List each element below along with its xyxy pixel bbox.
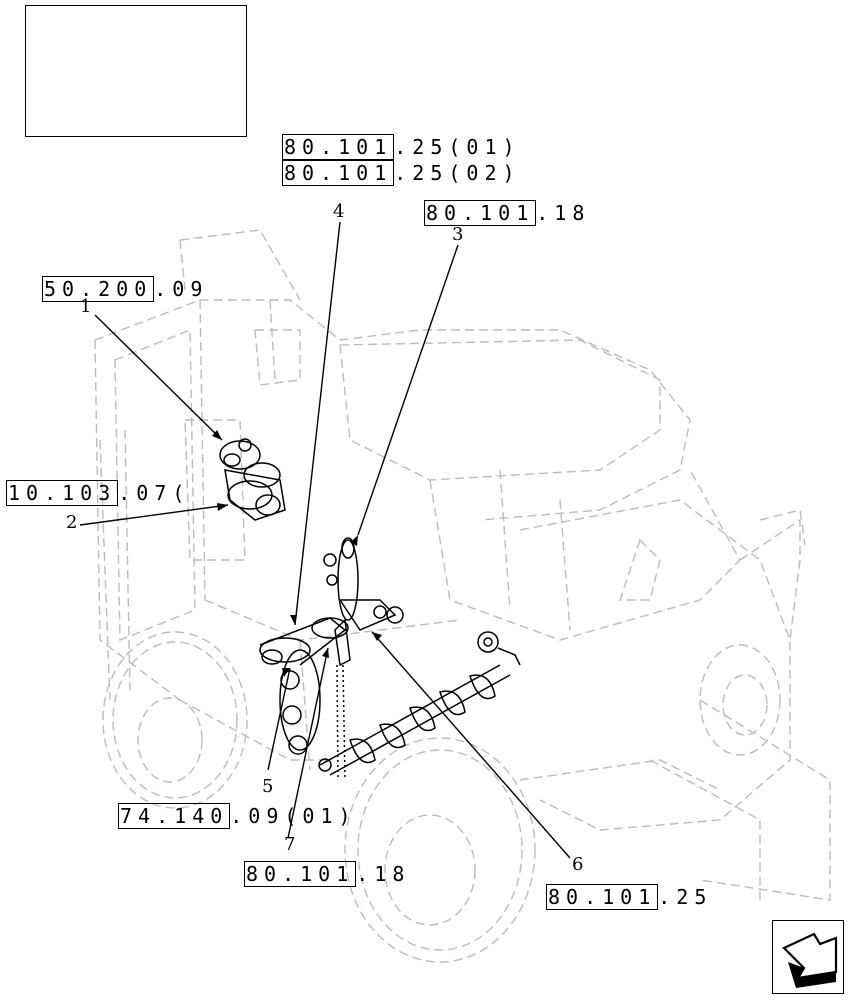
leader-lines [79, 221, 571, 859]
ref-80-101-25-01[interactable]: 80.101.25(01) [282, 134, 521, 160]
ref-suffix: .25(02) [394, 161, 521, 185]
ref-10-103-07[interactable]: 10.103.07( [6, 480, 191, 506]
ref-suffix: .07( [118, 481, 191, 505]
ref-boxed-part: 10.103 [6, 480, 119, 506]
arrowheads [212, 430, 382, 677]
callout-2: 2 [66, 512, 78, 533]
ref-boxed-part: 80.101 [546, 884, 659, 910]
callout-7: 7 [284, 834, 296, 855]
ref-80-101-25[interactable]: 80.101.25 [546, 884, 713, 910]
ref-boxed-part: 80.101 [282, 134, 395, 160]
next-page-arrow-icon[interactable] [782, 932, 838, 988]
ref-suffix: .09(01) [230, 804, 357, 828]
callout-5: 5 [262, 776, 274, 797]
ref-suffix: .18 [356, 862, 411, 886]
callout-6: 6 [572, 854, 584, 875]
ref-80-101-18-top[interactable]: 80.101.18 [424, 200, 591, 226]
ref-50-200-09[interactable]: 50.200.09 [42, 276, 209, 302]
ref-boxed-part: 74.140 [118, 803, 231, 829]
ref-boxed-part: 50.200 [42, 276, 155, 302]
ref-suffix: .18 [536, 201, 591, 225]
ref-boxed-part: 80.101 [282, 160, 395, 186]
ref-boxed-part: 80.101 [244, 861, 357, 887]
page-navigation-frame [772, 920, 844, 994]
title-block [25, 5, 247, 137]
ref-boxed-part: 80.101 [424, 200, 537, 226]
machine-outline [94, 229, 831, 963]
callout-1: 1 [80, 296, 92, 317]
ref-suffix: .09 [154, 277, 209, 301]
ref-80-101-25-02[interactable]: 80.101.25(02) [282, 160, 521, 186]
ref-suffix: .25 [658, 885, 713, 909]
components [219, 438, 521, 781]
ref-80-101-18-bottom[interactable]: 80.101.18 [244, 861, 411, 887]
ref-74-140-09-01[interactable]: 74.140.09(01) [118, 803, 357, 829]
callout-4: 4 [333, 201, 345, 222]
ref-suffix: .25(01) [394, 135, 521, 159]
callout-3: 3 [452, 224, 464, 245]
